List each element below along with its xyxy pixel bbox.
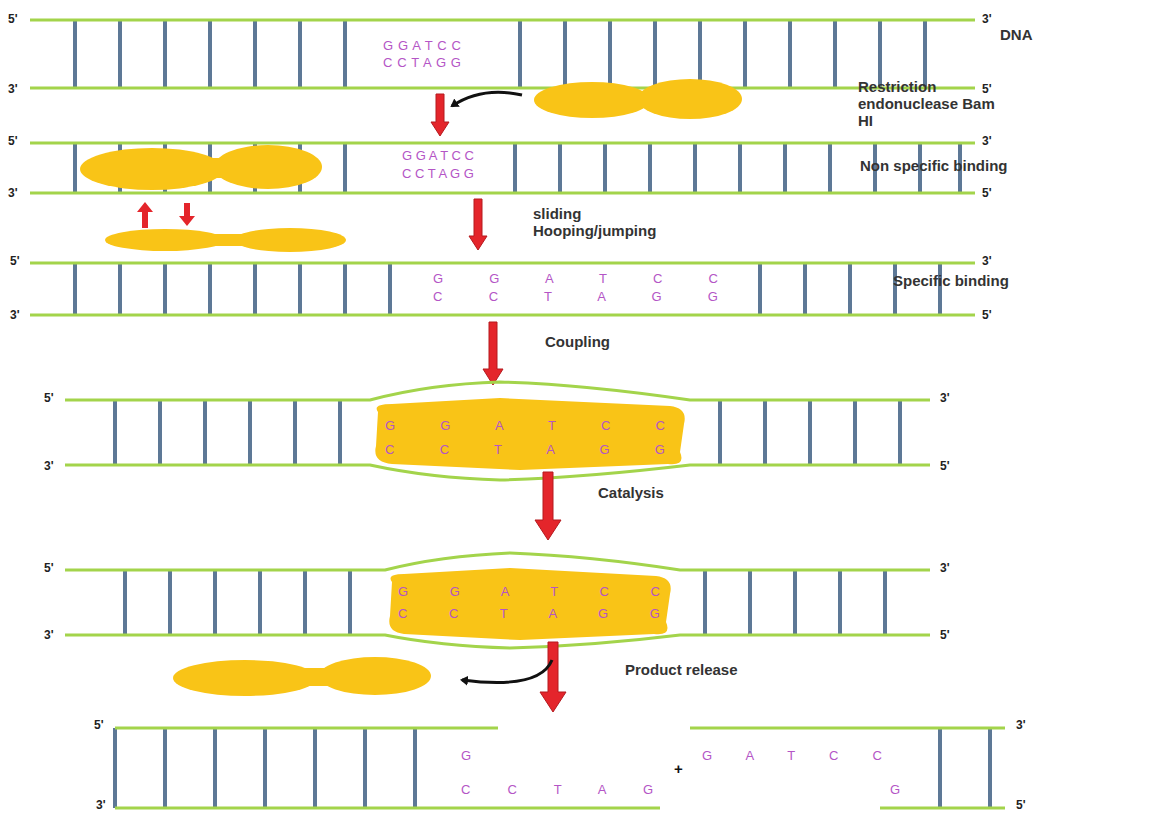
base-sequence: C C T A G G: [402, 166, 474, 181]
strand-end-label: 5': [940, 459, 950, 473]
base-sequence: G G A T C C: [383, 38, 461, 53]
step-arrow: [469, 199, 487, 250]
enzyme-neck: [200, 158, 240, 178]
strand-end-label: 5': [982, 186, 992, 200]
strand-end-label: 3': [44, 459, 54, 473]
base-pair-rungs: [75, 20, 925, 88]
dna-strands: [115, 728, 1005, 808]
bamhi-enzyme: [389, 568, 670, 640]
enzyme-neck: [300, 668, 340, 686]
base-sequence: C C T A G G: [385, 442, 665, 457]
base-sequence: C C T A G: [461, 782, 653, 797]
strand-end-label: 3': [96, 798, 106, 812]
step-label: Non specific binding: [860, 157, 1008, 174]
strand-end-label: 3': [982, 134, 992, 148]
strand-end-label: 3': [8, 186, 18, 200]
bamhi-enzyme: [105, 228, 346, 252]
base-sequence: G: [890, 782, 900, 797]
enzyme-neck: [215, 234, 255, 246]
base-pair-rungs: [75, 143, 960, 193]
step-label: sliding Hooping/jumping: [533, 205, 668, 239]
step-arrow: [431, 94, 449, 136]
bamhi-enzyme: [375, 398, 684, 470]
base-sequence: G G A T C C: [385, 418, 665, 433]
small-arrow-up: [137, 202, 153, 228]
step-label: Coupling: [545, 333, 610, 350]
curved-arrow: [462, 660, 552, 683]
strand-end-label: 3': [940, 561, 950, 575]
dna-strands: [30, 143, 975, 193]
strand-end-label: 5': [940, 628, 950, 642]
step-label: Product release: [625, 661, 738, 678]
step-label: Catalysis: [598, 484, 664, 501]
strand-end-label: 5': [94, 718, 104, 732]
base-sequence: G: [461, 748, 471, 763]
step-label: Restriction endonuclease Bam HI: [858, 78, 1008, 129]
strand-end-label: 5': [982, 82, 992, 96]
strand-end-label: 3': [44, 628, 54, 642]
enzyme-lobe: [105, 229, 225, 251]
base-sequence: G G A T C C: [398, 584, 660, 599]
strand-end-label: 3': [982, 254, 992, 268]
strand-end-label: 5': [8, 12, 18, 26]
step-arrow: [535, 472, 561, 540]
plus-sign: +: [674, 761, 683, 776]
curved-arrow: [452, 92, 522, 106]
step-label: DNA: [1000, 26, 1033, 43]
base-sequence: G A T C C: [702, 748, 882, 763]
base-sequence: C C T A G G: [383, 55, 461, 70]
bamhi-enzyme: [534, 79, 742, 119]
small-arrow-down: [179, 203, 195, 226]
strand-end-label: 3': [982, 12, 992, 26]
strand-end-label: 5': [10, 254, 20, 268]
base-pair-rungs: [75, 263, 940, 315]
dna-strands: [30, 263, 975, 315]
strand-end-label: 5': [8, 134, 18, 148]
step-label: Specific binding: [893, 272, 1009, 289]
strand-end-label: 5': [44, 391, 54, 405]
strand-end-label: 5': [982, 308, 992, 322]
base-sequence: G G A T C C: [433, 271, 718, 286]
step-arrow: [540, 642, 566, 712]
base-pair-rungs: [115, 728, 990, 808]
strand-end-label: 5': [1016, 798, 1026, 812]
strand-end-label: 5': [44, 561, 54, 575]
strand-end-label: 3': [940, 391, 950, 405]
bamhi-enzyme: [173, 657, 431, 696]
dna-strands: [65, 553, 930, 648]
enzyme-neck: [620, 92, 670, 108]
strand-end-label: 3': [1016, 718, 1026, 732]
dna-strands: [65, 382, 930, 480]
dna-strands: [30, 20, 975, 88]
bamhi-enzyme: [80, 145, 322, 190]
base-sequence: C C T A G G: [398, 606, 660, 621]
step-arrow: [483, 322, 503, 385]
strand-end-label: 3': [8, 82, 18, 96]
strand-end-label: 3': [10, 308, 20, 322]
enzyme-lobe: [173, 660, 317, 696]
base-sequence: C C T A G G: [433, 289, 718, 304]
base-sequence: G G A T C C: [402, 148, 474, 163]
